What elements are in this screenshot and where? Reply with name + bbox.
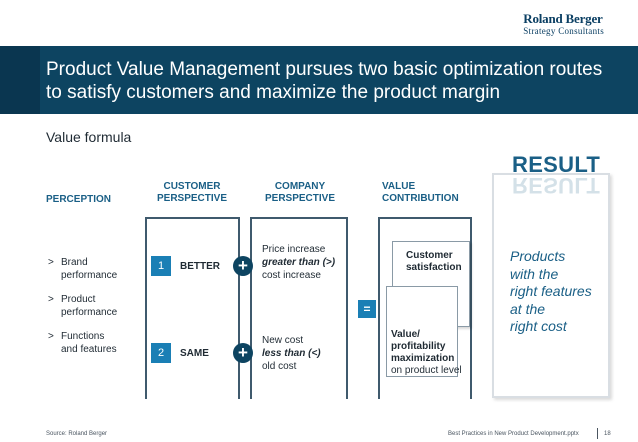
value-heading-line-2: CONTRIBUTION [382, 193, 459, 204]
number-badge-1: 1 [151, 256, 171, 276]
result-statement: Products with the right features at the … [510, 248, 592, 336]
title-accent [0, 46, 40, 114]
company-heading-line-1: COMPANY [274, 181, 326, 192]
company-heading-line-2: PERSPECTIVE [264, 193, 336, 204]
perception-item: > Functions and features [48, 330, 117, 356]
roland-berger-logo: Roland Berger Strategy Consultants [523, 11, 604, 36]
company-row-emphasis: less than (<) [262, 348, 321, 359]
footer-divider [597, 428, 598, 439]
perception-item-line: Product [61, 294, 96, 305]
perception-item-line: performance [61, 270, 118, 281]
better-label: BETTER [180, 261, 220, 272]
same-label: SAME [180, 348, 209, 359]
perception-item-line: and features [61, 344, 117, 355]
company-row-emphasis: greater than (>) [262, 257, 336, 268]
logo-sub-text: Strategy Consultants [523, 26, 604, 36]
value-box-line: on product level [391, 365, 462, 376]
value-heading-line-1: VALUE [382, 181, 416, 192]
page-number: 18 [604, 431, 611, 437]
company-row-text: cost increase [262, 270, 321, 281]
company-row-text: old cost [262, 361, 297, 372]
plus-icon: + [233, 256, 253, 276]
result-line: with the [510, 265, 559, 282]
perception-item-line: Brand [61, 257, 88, 268]
company-row-text: New cost [262, 335, 304, 346]
result-heading: RESULT [512, 152, 601, 177]
bullet-marker: > [48, 257, 54, 268]
value-formula-label: Value formula [46, 129, 132, 145]
company-perspective-heading: COMPANY PERSPECTIVE [255, 181, 345, 205]
customer-satisfaction-text: Customer satisfaction [406, 250, 462, 274]
logo-main-text: Roland Berger [523, 11, 603, 26]
customer-column-frame [145, 217, 240, 399]
customer-perspective-heading: CUSTOMER PERSPECTIVE [150, 181, 234, 205]
value-box-line: Customer [406, 250, 453, 261]
perception-list: > Brand performance > Product performanc… [48, 256, 117, 367]
perception-item-line: performance [61, 307, 118, 318]
customer-heading-line-2: PERSPECTIVE [156, 193, 228, 204]
perception-item: > Brand performance [48, 256, 117, 282]
title-line-1: Product Value Management pursues two bas… [46, 59, 603, 80]
customer-heading-line-1: CUSTOMER [163, 181, 221, 192]
title-line-2: to satisfy customers and maximize the pr… [46, 82, 501, 103]
value-box-line: profitability [391, 341, 446, 352]
value-box-line: satisfaction [406, 262, 462, 273]
slide-title: Product Value Management pursues two bas… [46, 58, 626, 104]
bullet-marker: > [48, 294, 54, 305]
title-bar: Product Value Management pursues two bas… [0, 46, 638, 114]
profitability-box [386, 286, 458, 377]
result-box [492, 173, 610, 398]
result-line: right cost [510, 318, 567, 334]
footer-source: Source: Roland Berger [46, 431, 108, 437]
result-line: Products [510, 248, 566, 264]
value-box-line: Value/ [391, 329, 420, 340]
company-row-text: Price increase [262, 244, 326, 255]
value-box-line: maximization [391, 353, 455, 364]
result-line: at the [510, 300, 546, 317]
plus-icon: + [233, 343, 253, 363]
equals-icon: = [358, 300, 376, 318]
company-row-1: Price increase greater than (>) cost inc… [262, 243, 335, 282]
number-badge-2: 2 [151, 343, 171, 363]
company-row-2: New cost less than (<) old cost [262, 334, 321, 373]
profitability-text: Value/ profitability maximization on pro… [391, 329, 462, 377]
result-line: right features [510, 283, 592, 299]
value-column-frame [378, 217, 472, 399]
perception-item-line: Functions [61, 331, 105, 342]
perception-item: > Product performance [48, 293, 117, 319]
bullet-marker: > [48, 331, 54, 342]
value-contribution-heading: VALUE CONTRIBUTION [382, 181, 472, 205]
footer-filename: Best Practices in New Product Developmen… [448, 431, 579, 437]
perception-heading: PERCEPTION [46, 194, 112, 205]
company-column-frame [250, 217, 348, 399]
